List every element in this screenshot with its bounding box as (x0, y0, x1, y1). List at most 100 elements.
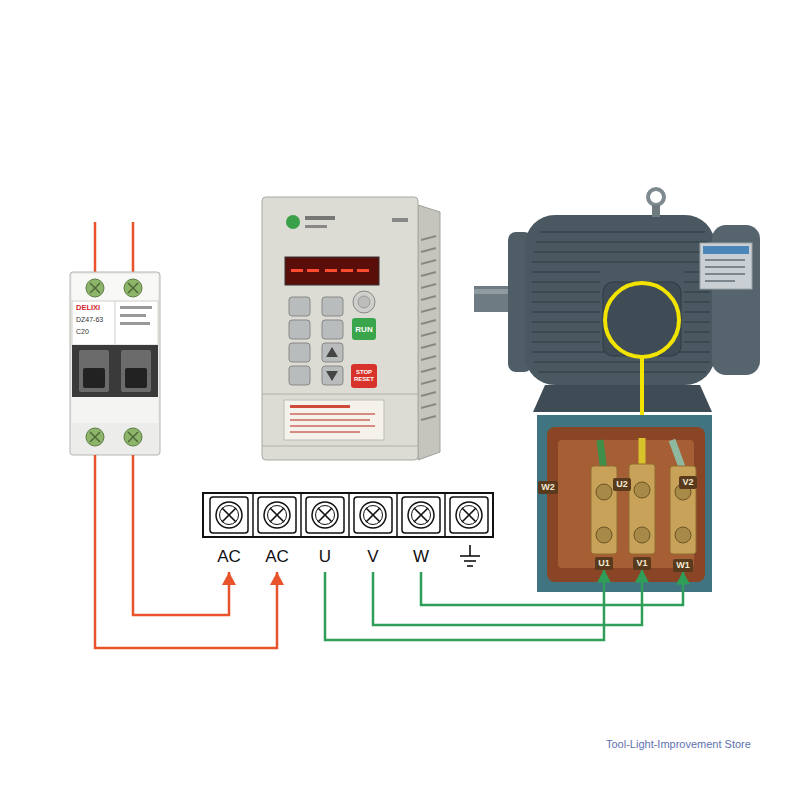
watermark: Tool-Light-Improvement Store (606, 738, 751, 750)
keypad-button (322, 343, 343, 362)
cooling-fin (684, 311, 710, 313)
terminal-screw (408, 502, 434, 528)
terminal-screw (444, 493, 446, 537)
brass-link (629, 464, 655, 554)
vent (421, 248, 436, 252)
watermark: Tool-Light-Improvement Store (606, 738, 751, 750)
motor (705, 273, 745, 275)
motor (705, 266, 745, 268)
terminal-nut (596, 484, 612, 500)
terminal-label: W (395, 547, 447, 566)
cooling-fin (534, 361, 710, 363)
motor-terminal: U2 (613, 478, 631, 491)
cooling-fin (532, 261, 710, 263)
motor (700, 243, 752, 289)
motor-terminal: U1 (595, 557, 613, 570)
cooling-fin (532, 321, 600, 323)
motor (652, 205, 660, 217)
terminal-strip (203, 493, 493, 537)
terminal-screw (396, 493, 398, 537)
wire-connector (133, 455, 229, 615)
circuit-breaker (125, 368, 147, 388)
terminal-screw (364, 506, 383, 525)
model-text: C20 (76, 327, 89, 336)
circuit-breaker (72, 397, 158, 423)
terminal-screw (360, 502, 386, 528)
cooling-fin (532, 271, 600, 273)
cooling-fin (534, 251, 710, 253)
cooling-fin (532, 301, 600, 303)
terminal-screw (414, 508, 428, 522)
motor (533, 385, 712, 412)
motor (705, 280, 735, 282)
vent (421, 356, 436, 360)
inverter (418, 205, 440, 460)
inverter (285, 257, 379, 285)
cooling-fin (684, 321, 710, 323)
cooling-fin (684, 341, 710, 343)
terminal-label: U2 (616, 479, 628, 490)
terminal-screw (312, 502, 338, 528)
circuit-breaker (83, 368, 105, 388)
terminal-label: U (299, 547, 351, 566)
stop-button: STOP RESET (351, 364, 377, 388)
circuit-breaker-box: DELIXIDZ47-63C20 (70, 272, 160, 455)
terminal-screw (306, 497, 344, 533)
output-terminal: W (395, 493, 447, 572)
display-digit (341, 269, 353, 272)
vent (421, 380, 436, 384)
motor (703, 246, 749, 254)
keypad-button (289, 297, 343, 385)
inverter (290, 425, 375, 427)
terminal-screw (216, 502, 242, 528)
terminal-screw (222, 508, 236, 522)
circuit-breaker (120, 314, 146, 317)
vent (421, 320, 436, 324)
circuit-breaker (115, 301, 116, 345)
keypad-button (322, 297, 343, 316)
terminal-screw (402, 497, 440, 533)
inverter (290, 419, 370, 421)
vent (421, 404, 436, 408)
terminal-box-photo (537, 415, 712, 592)
inverter (353, 291, 375, 313)
terminal-screw (354, 497, 392, 533)
circuit-breaker (72, 345, 158, 397)
circuit-breaker (70, 272, 160, 455)
motor-terminal: W2 (538, 481, 558, 494)
circuit-breaker (90, 283, 138, 293)
run-button: RUN (352, 318, 376, 340)
terminal-nut (634, 482, 650, 498)
cooling-fin (532, 281, 600, 283)
inverter (286, 215, 300, 229)
cooling-fin (536, 241, 708, 243)
vent (421, 368, 436, 372)
vent (421, 332, 436, 336)
vent (421, 236, 436, 420)
terminal-screw (210, 493, 488, 537)
inverter (326, 371, 338, 381)
terminal-nut (634, 527, 650, 543)
terminal-strip (203, 493, 493, 566)
inverter (392, 218, 408, 222)
terminal-screw (220, 506, 239, 525)
model-text: DZ47-63 (76, 315, 103, 324)
terminal-screw (460, 506, 479, 525)
wire-connector (373, 570, 642, 626)
display-digit (357, 269, 369, 272)
motor (648, 189, 664, 205)
terminal-screw (252, 493, 254, 537)
input-terminal: AC (203, 493, 255, 572)
terminal-screw (348, 493, 350, 537)
inverter (290, 413, 375, 415)
cooling-fin (538, 371, 706, 373)
vent (421, 272, 436, 276)
terminal-nut (675, 527, 691, 543)
terminal-screw (316, 506, 335, 525)
motor (705, 259, 745, 261)
inverter (305, 225, 327, 228)
cooling-fin (532, 331, 600, 333)
vent (421, 392, 436, 396)
